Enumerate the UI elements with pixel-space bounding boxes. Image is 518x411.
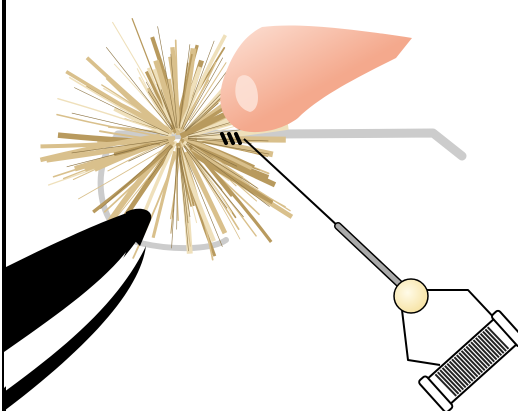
- hair-fiber-shade: [157, 26, 177, 129]
- bobbin-tube: [334, 222, 410, 294]
- thread-spool: [418, 309, 518, 411]
- hair-fiber-shade: [171, 147, 178, 249]
- spool-thread-winding: [470, 341, 493, 365]
- spool-thread-winding: [439, 369, 462, 393]
- hair-fiber-shade: [187, 138, 269, 142]
- hair-fiber-shade: [187, 139, 270, 155]
- hair-fiber: [175, 147, 179, 222]
- hair-fiber: [78, 149, 163, 200]
- hair-fiber-shade: [184, 145, 244, 218]
- hair-fiber-shade: [160, 89, 175, 129]
- hair-fiber: [151, 150, 177, 239]
- hair-fiber: [101, 84, 173, 133]
- hair-fiber: [168, 56, 181, 130]
- hair-fiber-shade: [105, 47, 173, 131]
- spool-thread-winding: [486, 326, 510, 350]
- hair-fiber-shade: [181, 40, 215, 129]
- fingernail: [235, 75, 258, 112]
- spool-thread-winding: [475, 337, 498, 361]
- hair-fiber-shade: [148, 146, 173, 180]
- hair-fiber: [112, 21, 172, 124]
- hair-fiber-shade: [185, 143, 270, 207]
- hair-fiber-shade: [183, 146, 228, 209]
- spool-thread-winding: [479, 332, 503, 356]
- hair-fiber-shade: [74, 87, 170, 134]
- spool-thread-winding: [437, 371, 460, 395]
- hair-fiber: [177, 34, 227, 132]
- hair-fiber-shade: [185, 102, 219, 132]
- vise-jaw-highlight: [4, 252, 126, 388]
- spool-thread-winding: [458, 352, 481, 376]
- spool-thread-winding: [446, 362, 469, 386]
- spool-thread-winding: [463, 347, 486, 371]
- hair-fiber-shade: [182, 57, 224, 130]
- hair-fiber: [39, 133, 161, 163]
- hair-fiber-shade: [156, 83, 175, 129]
- spool-thread-winding: [451, 358, 474, 382]
- spool-thread-winding: [472, 339, 495, 363]
- hair-fiber-shade: [66, 140, 169, 168]
- hair-fiber: [99, 130, 163, 142]
- hair-fiber-shade: [147, 91, 173, 130]
- spool-thread-winding: [444, 365, 467, 389]
- hair-fiber: [166, 78, 180, 132]
- hair-fiber: [57, 98, 172, 136]
- hair-fiber: [188, 62, 227, 121]
- spool-thread-winding: [434, 373, 457, 397]
- spool-thread-winding: [482, 330, 505, 354]
- hair-fiber-shade: [145, 81, 174, 130]
- fingertip: [220, 25, 412, 133]
- hair-fiber-shade: [186, 143, 258, 189]
- hair-fiber-shade: [179, 147, 191, 217]
- hair-fiber: [184, 143, 232, 214]
- hair-fiber-shade: [181, 147, 223, 247]
- hair-fiber-shade: [128, 142, 170, 162]
- hair-fiber-shade: [71, 139, 169, 154]
- hair-fiber-shade: [186, 142, 238, 167]
- spool-thread-winding: [448, 360, 472, 384]
- hair-fiber-shade: [178, 147, 189, 224]
- hair-fiber-shade: [178, 147, 189, 252]
- bobbin-knob: [393, 278, 429, 314]
- spool-thread-winding: [467, 343, 491, 367]
- hair-fiber-shade: [176, 147, 179, 230]
- spool-thread-winding: [453, 356, 476, 380]
- hair-fiber-shade: [170, 53, 178, 129]
- hair-fiber-shade: [179, 44, 191, 129]
- thread-wraps: [220, 132, 242, 145]
- hair-fiber-shade: [100, 144, 171, 210]
- hair-fiber: [183, 137, 253, 171]
- vise-jaws: [4, 208, 152, 411]
- spool-thread-winding: [460, 350, 484, 374]
- spool-thread-winding: [477, 335, 500, 359]
- spool-thread-winding: [465, 345, 488, 369]
- spool-thread-winding: [484, 328, 507, 352]
- spool-thread-winding: [456, 354, 479, 378]
- hair-fiber: [183, 150, 228, 235]
- hair-fiber: [65, 70, 172, 136]
- hair-fiber-shade: [71, 112, 169, 136]
- hair-fiber: [144, 70, 177, 134]
- tying-thread: [243, 138, 341, 229]
- spool-thread-winding: [441, 367, 465, 391]
- hair-fiber: [92, 144, 174, 214]
